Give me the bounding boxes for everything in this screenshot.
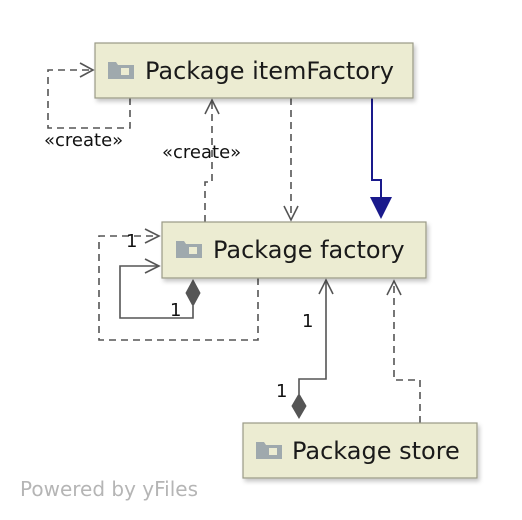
composition-diamond [291,393,307,419]
factory-self-dependency-edge[interactable] [98,228,259,341]
package-factory-label: Package factory [213,236,405,264]
folder-icon [108,62,134,79]
package-item-factory-label: Package itemFactory [145,57,394,85]
factory-to-item-factory-create-edge[interactable] [204,98,220,222]
package-factory-node[interactable] [161,221,427,279]
item-factory-self-create-edge[interactable] [47,62,131,129]
composition-diamond [185,278,201,308]
factory-self-composition-edge[interactable] [119,258,201,319]
factory-self-source-multiplicity: 1 [170,300,181,321]
folder-icon [256,442,282,459]
folder-icon [176,241,202,258]
filled-arrow-head [370,197,392,219]
package-store-label: Package store [292,437,460,465]
store-factory-target-multiplicity: 1 [302,311,313,332]
factory-to-item-factory-create-label: «create» [162,142,241,163]
item-factory-to-factory-highlight-edge[interactable] [370,98,392,219]
store-to-factory-dependency-edge[interactable] [386,279,421,423]
store-factory-composition-edge[interactable] [291,278,334,419]
powered-by-watermark: Powered by yFiles [20,477,198,501]
factory-self-target-multiplicity: 1 [126,231,137,252]
item-factory-self-create-label: «create» [44,130,123,151]
item-factory-to-factory-edge[interactable] [283,98,299,222]
store-factory-source-multiplicity: 1 [276,381,287,402]
package-item-factory-node[interactable] [94,42,414,99]
